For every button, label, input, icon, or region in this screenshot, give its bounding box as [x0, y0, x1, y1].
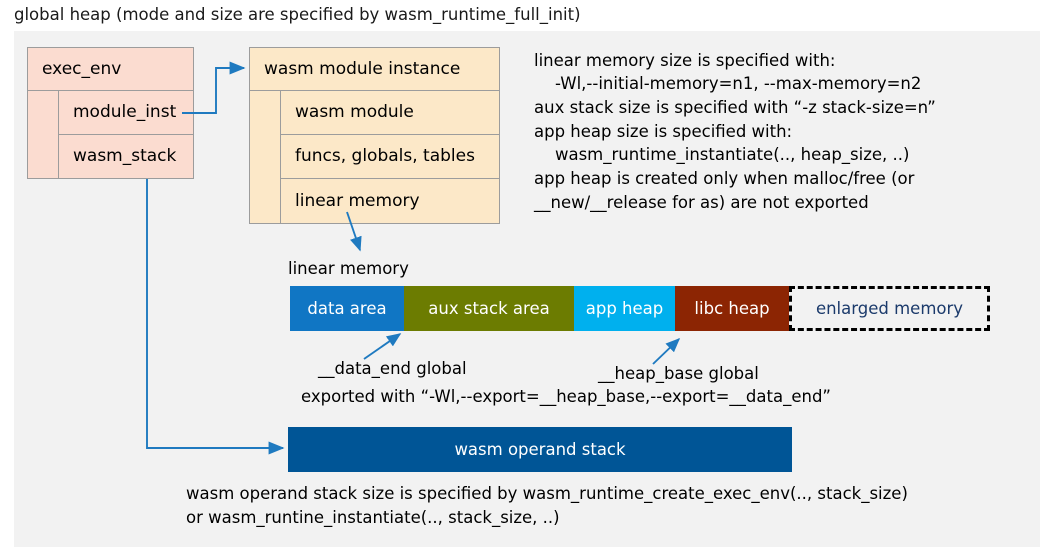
annotation-data-end: __data_end global — [318, 359, 467, 378]
exec-env-field-module-inst-label: module_inst — [73, 102, 177, 123]
memory-segment-aux-stack-area-label: aux stack area — [428, 299, 550, 318]
module-instance-field-funcs-globals-tables-label: funcs, globals, tables — [295, 146, 475, 167]
notes-line-1: linear memory size is specified with: — [534, 51, 836, 70]
memory-segment-data-area-label: data area — [307, 299, 387, 318]
annotation-exported-with: exported with “-Wl,--export=__heap_base,… — [301, 387, 831, 406]
memory-segment-app-heap-label: app heap — [585, 299, 664, 318]
module-instance-field-linear-memory: linear memory — [280, 178, 500, 224]
exec-env-header-label: exec_env — [42, 58, 122, 79]
module-instance-field-wasm-module-label: wasm module — [295, 102, 414, 123]
notes-line-7: __new/__release for as) are not exported — [534, 193, 869, 212]
operand-stack-caption-line-2: or wasm_runtine_instantiate(.., stack_si… — [186, 508, 560, 527]
memory-segment-libc-heap: libc heap — [675, 286, 789, 331]
notes-line-4: app heap size is specified with: — [534, 122, 793, 141]
module-instance-gutter — [249, 90, 281, 224]
exec-env-field-wasm-stack: wasm_stack — [58, 134, 194, 179]
module-instance-field-funcs-globals-tables: funcs, globals, tables — [280, 134, 500, 179]
module-instance-field-wasm-module: wasm module — [280, 90, 500, 135]
exec-env-field-wasm-stack-label: wasm_stack — [73, 146, 177, 167]
linear-memory-bar-label: linear memory — [288, 259, 409, 278]
wasm-operand-stack-bar: wasm operand stack — [288, 427, 792, 472]
memory-segment-aux-stack-area: aux stack area — [404, 286, 574, 331]
exec-env-field-module-inst: module_inst — [58, 90, 194, 135]
module-instance-header: wasm module instance — [249, 47, 500, 91]
memory-segment-enlarged-memory: enlarged memory — [789, 286, 990, 331]
annotation-heap-base: __heap_base global — [598, 364, 759, 383]
exec-env-header: exec_env — [27, 47, 194, 91]
memory-segment-libc-heap-label: libc heap — [694, 299, 770, 318]
page-title: global heap (mode and size are specified… — [14, 5, 581, 24]
notes-line-2: -Wl,--initial-memory=n1, --max-memory=n2 — [534, 74, 922, 93]
exec-env-gutter — [27, 90, 59, 179]
module-instance-header-label: wasm module instance — [264, 58, 461, 79]
operand-stack-caption-line-1: wasm operand stack size is specified by … — [186, 484, 908, 503]
notes-line-6: app heap is created only when malloc/fre… — [534, 169, 915, 188]
memory-segment-enlarged-memory-label: enlarged memory — [815, 299, 964, 318]
notes-line-5: wasm_runtime_instantiate(.., heap_size, … — [534, 145, 910, 164]
notes-line-3: aux stack size is specified with “-z sta… — [534, 98, 936, 117]
module-instance-field-linear-memory-label: linear memory — [295, 190, 420, 211]
memory-segment-app-heap: app heap — [574, 286, 675, 331]
memory-segment-data-area: data area — [290, 286, 404, 331]
wasm-operand-stack-bar-label: wasm operand stack — [454, 440, 626, 459]
